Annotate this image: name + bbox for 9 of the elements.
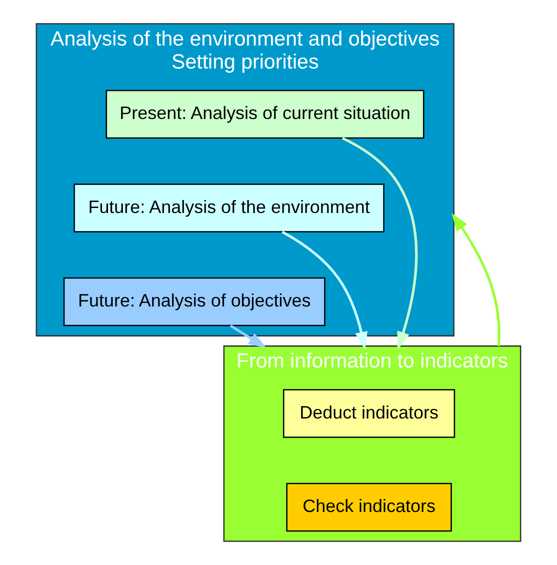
arrow <box>230 324 266 348</box>
node-box: Future: Analysis of objectives <box>63 277 326 326</box>
arrow <box>282 230 368 350</box>
node-box: Future: Analysis of the environment <box>74 184 384 232</box>
node-box: Check indicators <box>286 482 452 532</box>
node-box: Present: Analysis of current situation <box>106 90 424 139</box>
node-box: Deduct indicators <box>283 389 456 438</box>
arrow <box>452 213 500 346</box>
arrow <box>342 136 418 350</box>
